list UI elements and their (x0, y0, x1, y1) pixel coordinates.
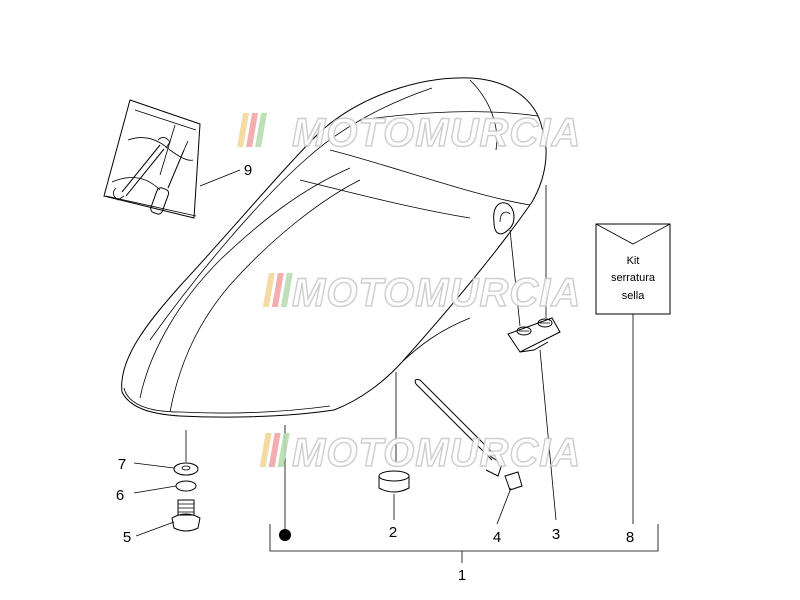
rubber-buffer (378, 470, 410, 493)
kit-box-line-3: sella (622, 290, 646, 302)
part-label-9: 9 (244, 162, 252, 179)
watermark-2: MOTOMURCIA (262, 270, 581, 316)
reference-dot (279, 529, 291, 541)
watermark-text-1: MOTOMURCIA (292, 111, 581, 155)
latch-bracket (507, 317, 561, 353)
part-label-5: 5 (123, 529, 131, 546)
part-numbers: 9 7 6 5 2 4 3 8 1 (116, 162, 634, 584)
part-label-7: 7 (118, 456, 126, 473)
seat (121, 77, 547, 418)
part-label-8: 8 (626, 529, 634, 546)
watermark-text-3: MOTOMURCIA (292, 431, 581, 475)
part-label-4: 4 (493, 529, 501, 546)
part-label-2: 2 (389, 524, 397, 541)
leader-lines (133, 169, 659, 563)
kit-box: Kit serratura sella (595, 223, 671, 315)
watermark-3: MOTOMURCIA (259, 430, 581, 476)
part-label-1: 1 (458, 567, 466, 584)
nut-5 (171, 499, 201, 532)
toolkit-bag (103, 99, 201, 219)
kit-box-line-1: Kit (627, 255, 640, 267)
watermark-text-2: MOTOMURCIA (292, 271, 581, 315)
kit-box-line-2: serratura (611, 272, 656, 284)
washer-7 (173, 462, 199, 476)
lock-cable (414, 379, 523, 491)
washer-6 (175, 480, 197, 492)
part-label-3: 3 (552, 526, 560, 543)
watermark-1: MOTOMURCIA (237, 110, 581, 156)
part-label-6: 6 (116, 487, 124, 504)
